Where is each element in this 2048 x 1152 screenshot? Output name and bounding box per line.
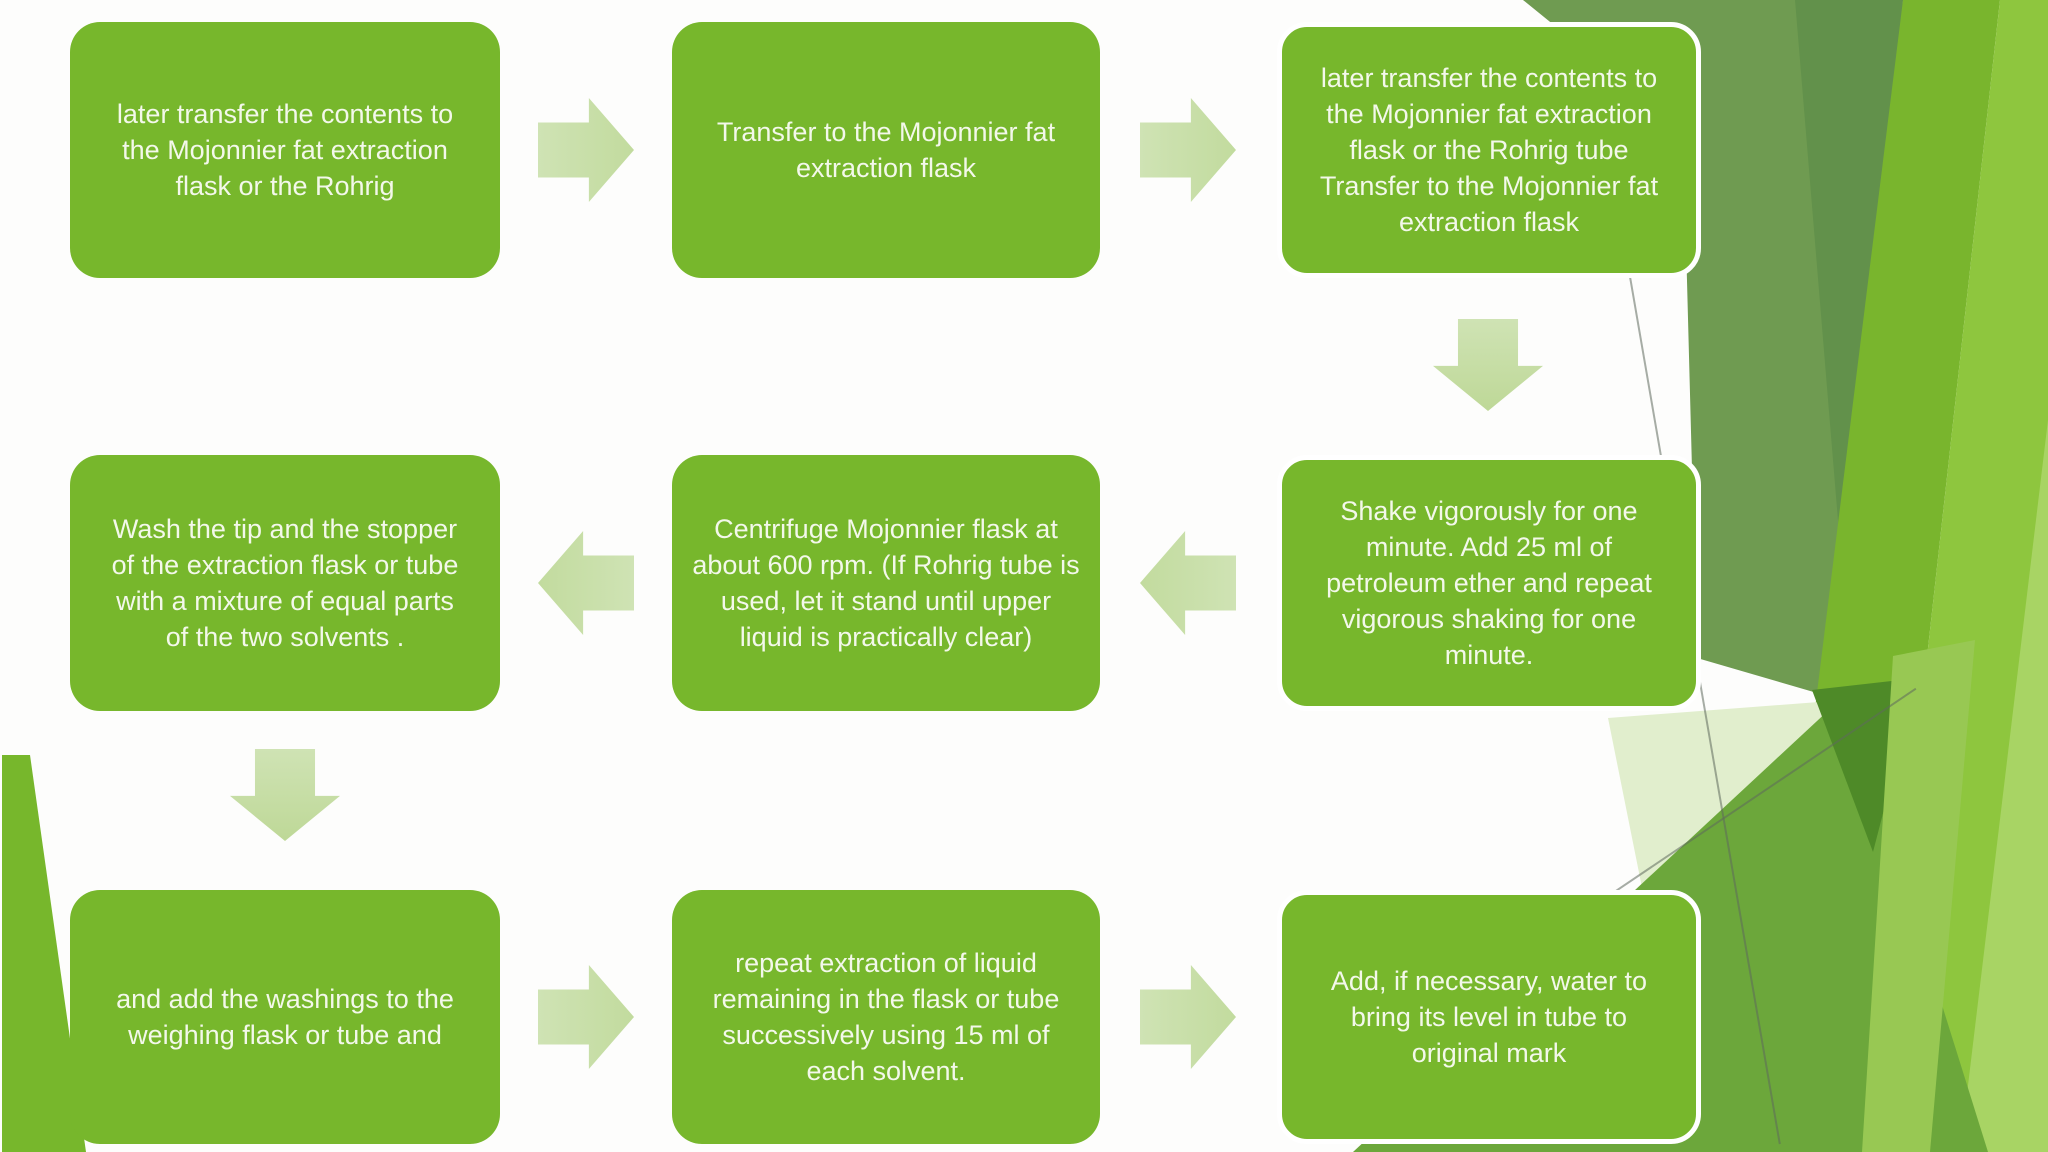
- arrow-right-icon-3: [538, 965, 634, 1069]
- arrow-left-icon-1: [1140, 531, 1236, 635]
- arrow-left-icon-2: [538, 531, 634, 635]
- flow-step-1: later transfer the contents to the Mojon…: [70, 22, 500, 278]
- arrow-right-icon-1: [538, 98, 634, 202]
- flow-step-6-label: Wash the tip and the stopper of the extr…: [111, 514, 459, 652]
- flow-step-4: Shake vigorously for one minute. Add 25 …: [1277, 455, 1701, 711]
- flow-step-9-label: Add, if necessary, water to bring its le…: [1330, 966, 1648, 1068]
- flow-step-7: and add the washings to the weighing fla…: [70, 890, 500, 1144]
- flow-step-1-label: later transfer the contents to the Mojon…: [116, 99, 454, 201]
- flow-step-3-label: later transfer the contents to the Mojon…: [1319, 63, 1659, 237]
- flow-step-8: repeat extraction of liquid remaining in…: [672, 890, 1100, 1144]
- flow-step-2-label: Transfer to the Mojonnier fat extraction…: [716, 117, 1056, 183]
- flow-step-8-label: repeat extraction of liquid remaining in…: [712, 948, 1060, 1086]
- arrow-right-icon-2: [1140, 98, 1236, 202]
- flow-step-9: Add, if necessary, water to bring its le…: [1277, 890, 1701, 1144]
- flow-step-5: Centrifuge Mojonnier flask at about 600 …: [672, 455, 1100, 711]
- flow-step-5-label: Centrifuge Mojonnier flask at about 600 …: [692, 514, 1080, 652]
- arrow-right-icon-4: [1140, 965, 1236, 1069]
- flow-step-2: Transfer to the Mojonnier fat extraction…: [672, 22, 1100, 278]
- arrow-down-icon-1: [1433, 319, 1543, 411]
- flow-step-3: later transfer the contents to the Mojon…: [1277, 22, 1701, 278]
- flow-step-7-label: and add the washings to the weighing fla…: [116, 984, 454, 1050]
- flow-step-6: Wash the tip and the stopper of the extr…: [70, 455, 500, 711]
- flow-step-4-label: Shake vigorously for one minute. Add 25 …: [1326, 496, 1652, 670]
- arrow-down-icon-2: [230, 749, 340, 841]
